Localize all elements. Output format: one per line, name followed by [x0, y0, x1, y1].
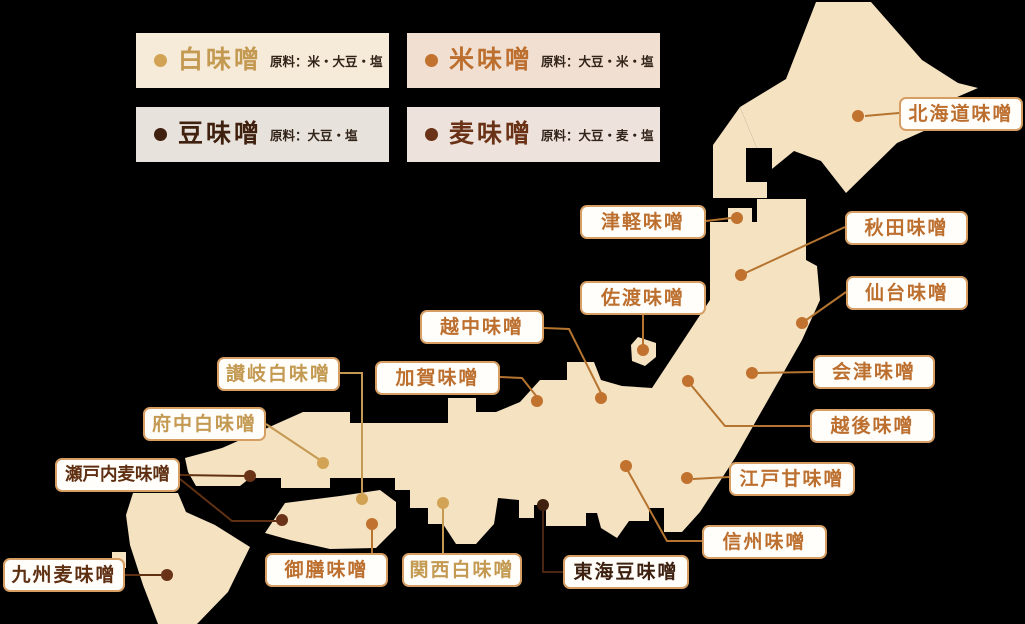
miso-region-dot — [735, 269, 747, 281]
miso-region-dot — [681, 472, 693, 484]
kyushu-landmass — [126, 493, 250, 624]
region-label: 九州麦味噌 — [3, 558, 125, 592]
connector-line — [179, 474, 246, 477]
region-label: 北海道味噌 — [899, 97, 1023, 131]
connector-line — [179, 478, 277, 522]
miso-region-dot — [746, 367, 758, 379]
legend-dot-mame — [154, 128, 167, 141]
region-label: 佐渡味噌 — [580, 281, 706, 315]
connector-line — [801, 291, 847, 324]
region-label: 瀬戸内麦味噌 — [55, 458, 180, 492]
region-label: 越後味噌 — [810, 409, 935, 443]
miso-region-dot — [356, 493, 368, 505]
region-label: 津軽味噌 — [580, 205, 706, 239]
connector-line — [542, 510, 563, 573]
region-label: 東海豆味噌 — [563, 555, 689, 589]
region-label: 関西白味噌 — [402, 553, 522, 587]
legend-dot-shiro — [154, 54, 167, 67]
legend-item-shiro: 白味噌原料：米・大豆・塩 — [136, 33, 389, 88]
hokkaido-bay-notch — [746, 148, 772, 182]
miso-region-dot — [437, 497, 449, 509]
legend-title: 米味噌 — [449, 47, 534, 74]
connector-line — [499, 376, 538, 398]
legend-ingredients: 原料：大豆・塩 — [270, 129, 358, 143]
region-label: 府中白味噌 — [143, 407, 266, 441]
hokkaido-landmass — [740, 2, 978, 193]
connector-line — [627, 470, 702, 542]
legend-item-kome: 米味噌原料：大豆・米・塩 — [407, 33, 660, 88]
region-label: 会津味噌 — [813, 355, 935, 389]
miso-region-dot — [620, 460, 632, 472]
legend-item-mame: 豆味噌原料：大豆・塩 — [136, 107, 389, 162]
miso-region-dot — [276, 514, 288, 526]
region-label: 仙台味噌 — [846, 276, 968, 310]
legend-dot-mugi — [425, 128, 438, 141]
miso-region-dot — [731, 212, 743, 224]
connector-line — [543, 327, 602, 394]
miso-region-dot — [531, 395, 543, 407]
connector-line — [340, 372, 363, 494]
miso-region-dot — [637, 344, 649, 356]
honshu-landmass — [185, 199, 820, 544]
miso-region-dot — [317, 457, 329, 469]
region-label: 御膳味噌 — [265, 553, 388, 587]
region-label: 江戸甘味噌 — [729, 462, 855, 496]
miso-region-dot — [366, 518, 378, 530]
connector-line — [864, 112, 900, 117]
legend-ingredients: 原料：大豆・麦・塩 — [541, 129, 654, 143]
connector-line — [740, 226, 846, 276]
miso-region-dot — [595, 392, 607, 404]
legend-dot-kome — [425, 54, 438, 67]
miso-region-dot — [682, 375, 694, 387]
region-label: 加賀味噌 — [375, 361, 500, 395]
legend-item-mugi: 麦味噌原料：大豆・麦・塩 — [407, 107, 660, 162]
legend-title: 白味噌 — [178, 47, 263, 74]
miso-region-dot — [244, 470, 256, 482]
miso-region-dot — [796, 317, 808, 329]
region-label: 信州味噌 — [702, 525, 827, 559]
legend-title: 麦味噌 — [449, 121, 534, 148]
connector-line — [692, 476, 730, 480]
region-label: 越中味噌 — [420, 310, 544, 344]
connector-line — [757, 371, 814, 374]
connector-line — [705, 217, 732, 222]
legend-title: 豆味噌 — [178, 121, 263, 148]
legend-ingredients: 原料：大豆・米・塩 — [541, 55, 654, 69]
legend-ingredients: 原料：米・大豆・塩 — [270, 55, 383, 69]
connector-line — [690, 384, 810, 427]
region-label: 讃岐白味噌 — [217, 357, 340, 391]
miso-region-dot — [537, 499, 549, 511]
miso-region-dot — [852, 110, 864, 122]
region-label: 秋田味噌 — [845, 211, 968, 245]
connector-line — [265, 423, 321, 461]
miso-region-dot — [161, 569, 173, 581]
